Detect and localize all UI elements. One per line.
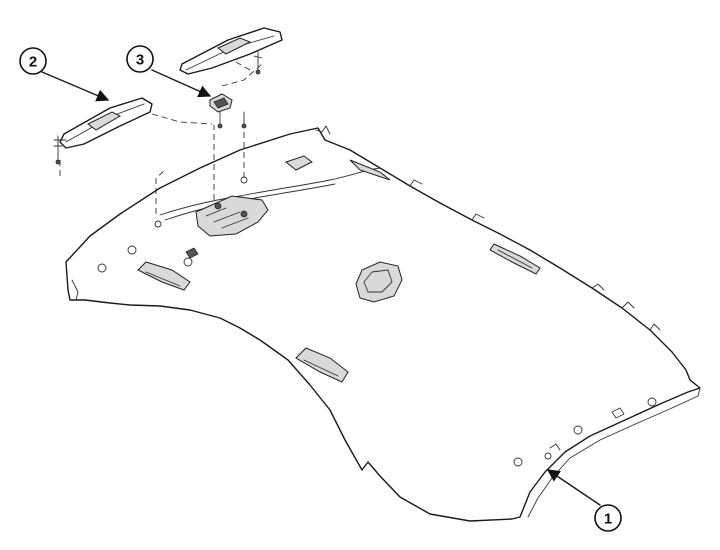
callout-3: 3 <box>126 45 212 98</box>
callout-2: 2 <box>19 47 110 102</box>
callout-2-label: 2 <box>29 54 37 71</box>
callout-3-label: 3 <box>136 52 144 69</box>
callout-1: 1 <box>546 469 622 532</box>
sunvisor-retainer <box>209 93 247 129</box>
headliner <box>65 125 701 522</box>
sunvisor-left <box>53 97 153 165</box>
assist-grip-left-rear <box>295 347 349 383</box>
dome-lamp <box>355 261 403 303</box>
sunvisor-right <box>179 27 283 75</box>
installation-guides <box>59 61 263 214</box>
overhead-console <box>195 195 269 237</box>
callout-1-label: 1 <box>604 511 612 528</box>
assist-grip-left-front <box>137 261 191 291</box>
headliner-outline <box>65 127 701 522</box>
